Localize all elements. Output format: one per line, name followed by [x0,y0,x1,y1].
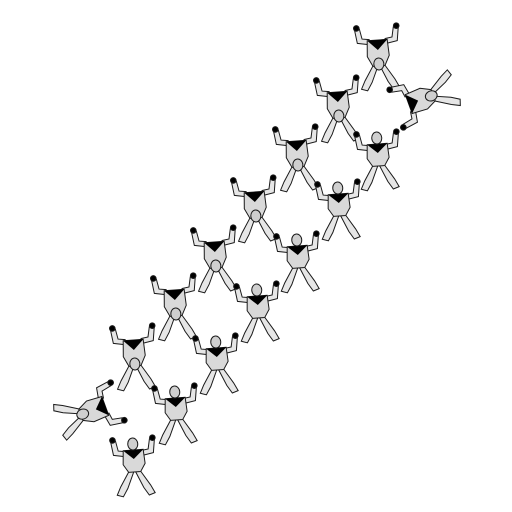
figure [352,22,404,92]
figure [271,123,323,193]
figure [352,128,404,193]
figure [385,65,465,132]
figure [191,332,243,397]
figure [108,322,160,392]
figure [150,382,202,447]
figure [232,280,284,345]
figure [189,224,241,294]
figure [149,272,201,342]
figure [272,230,324,295]
figure [49,378,129,445]
figure [108,434,160,499]
figure [229,174,281,244]
figure [313,178,365,243]
